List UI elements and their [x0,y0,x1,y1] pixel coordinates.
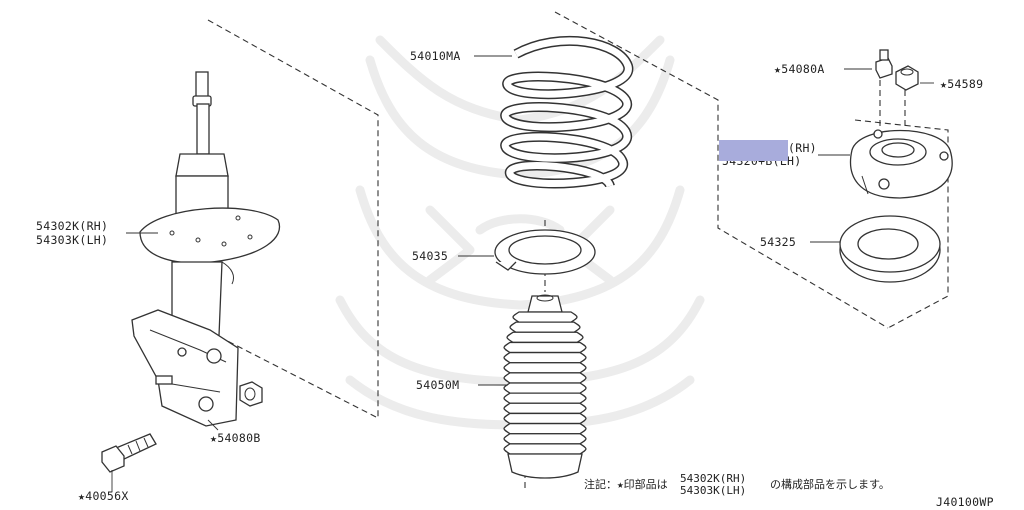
bellows-fold [503,392,587,404]
bound-bumper-icon [503,294,587,479]
bellows-fold [503,422,587,435]
star-icon: ★ [210,431,217,445]
bellows-fold [503,351,587,364]
spring-seat-icon [494,229,596,275]
svg-text:★54080B: ★54080B [210,431,261,445]
callout-bound-bumper: 54050M [416,378,459,392]
callout-bearing: 54325 [760,235,796,249]
bellows-fold [503,372,587,384]
svg-text:注記：★印部品は: 注記：★印部品は [584,477,668,491]
star-icon: ★ [940,77,947,91]
note-parts-lh: 54303K(LH) [680,484,746,497]
star-icon: ★ [774,62,781,76]
bolt-icon [101,433,157,473]
bearing-icon [839,215,941,283]
svg-text:★54589: ★54589 [940,77,983,91]
bellows-fold [503,412,587,425]
bellows-fold [503,382,587,394]
nut-icon-54080a [875,49,893,79]
bellows-fold [509,321,581,333]
callout-spring-seat: 54035 [412,249,448,263]
mount-top-dashline [854,119,949,329]
strut-assembly-icon [131,71,281,427]
callout-coil-spring: 54010MA [410,49,461,63]
note-parts-rh: 54302K(RH) [680,472,746,485]
spring-to-mount-dashline [554,11,889,329]
bellows-fold [503,443,587,455]
callout-strut-rh: 54302K(RH) [36,219,108,233]
callout-strut-lh: 54303K(LH) [36,233,108,247]
callout-insulator-rh: (RH) [788,141,817,155]
bellows-fold [503,433,587,445]
coil-spring-icon [500,36,634,189]
note-prefix: 注記：★印部品は [584,477,668,491]
bellows-fold [506,331,584,344]
callout-mount-nut: 54080A [781,62,824,76]
bellows-fold [503,341,587,354]
mount-insulator-icon [850,129,953,199]
strut-to-spring-dashline [205,19,379,419]
leader-lines [111,55,934,492]
redaction-box [719,140,788,161]
callout-nut-54080b: 54080B [217,431,260,445]
drawing-code: J40100WP [936,495,994,509]
nut-icon [239,381,263,407]
callout-nut-54589: 54589 [947,77,983,91]
nut-icon-54589 [895,65,919,91]
footnote: 注記：★印部品は 54302K(RH) 54303K(LH) の構成部品を示しま… [584,472,890,497]
svg-text:★40056X: ★40056X [78,489,129,503]
callout-bolt: 40056X [85,489,128,503]
bellows-fold [503,402,587,415]
svg-text:★54080A: ★54080A [774,62,825,76]
bellows-fold [512,311,578,323]
star-icon: ★ [78,489,85,503]
bellows-fold [503,362,587,374]
note-suffix: の構成部品を示します。 [770,477,890,491]
